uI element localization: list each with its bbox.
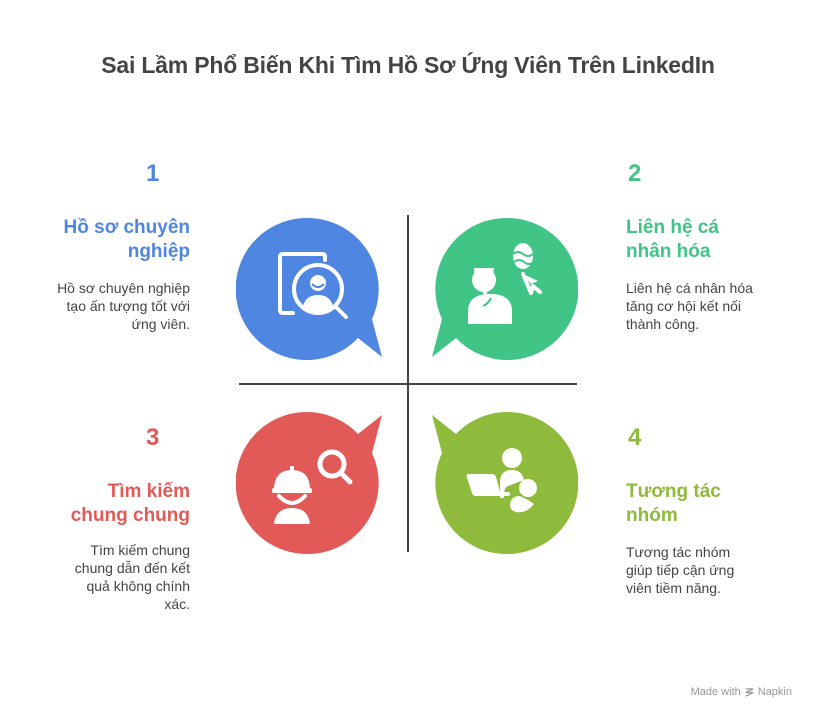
quadrant-1-description: Hồ sơ chuyên nghiệp tạo ấn tượng tốt với… (57, 280, 190, 332)
personalized-contact-icon (468, 243, 542, 324)
horizontal-divider (239, 383, 577, 385)
quadrant-4-number: 4 (628, 424, 642, 451)
blue-speech-bubble (236, 217, 382, 360)
group-interaction-icon (466, 448, 537, 513)
red-speech-bubble (236, 412, 382, 555)
quadrant-2-description: Liên hệ cá nhân hóa tăng cơ hội kết nối … (626, 280, 753, 332)
quadrant-2-heading: Liên hệ cá nhân hóa (626, 217, 719, 262)
napkin-logo-icon (745, 687, 754, 697)
quadrant-3-heading: Tìm kiếm chung chung (70, 481, 190, 526)
quadrant-1-heading: Hồ sơ chuyên nghiệp (63, 217, 190, 262)
profile-search-icon (278, 252, 348, 319)
quadrant-3-description: Tìm kiếm chung chung dẫn đến kết quả khô… (74, 542, 190, 612)
made-with-label: Made with (690, 686, 741, 698)
quadrant-3-number: 3 (146, 424, 160, 451)
quadrant-1-number: 1 (146, 160, 160, 187)
worker-search-icon (272, 449, 353, 524)
napkin-brand-label: Napkin (757, 686, 792, 698)
quadrant-4-heading: Tương tác nhóm (626, 481, 721, 526)
quadrant-2-number: 2 (628, 160, 642, 187)
napkin-watermark: Made with Napkin (691, 686, 792, 698)
olive-speech-bubble (432, 412, 578, 555)
green-speech-bubble (432, 217, 578, 360)
diagram-title: Sai Lầm Phổ Biến Khi Tìm Hồ Sơ Ứng Viên … (101, 52, 715, 78)
quadrant-4-description: Tương tác nhóm giúp tiếp cận ứng viên ti… (626, 544, 735, 596)
